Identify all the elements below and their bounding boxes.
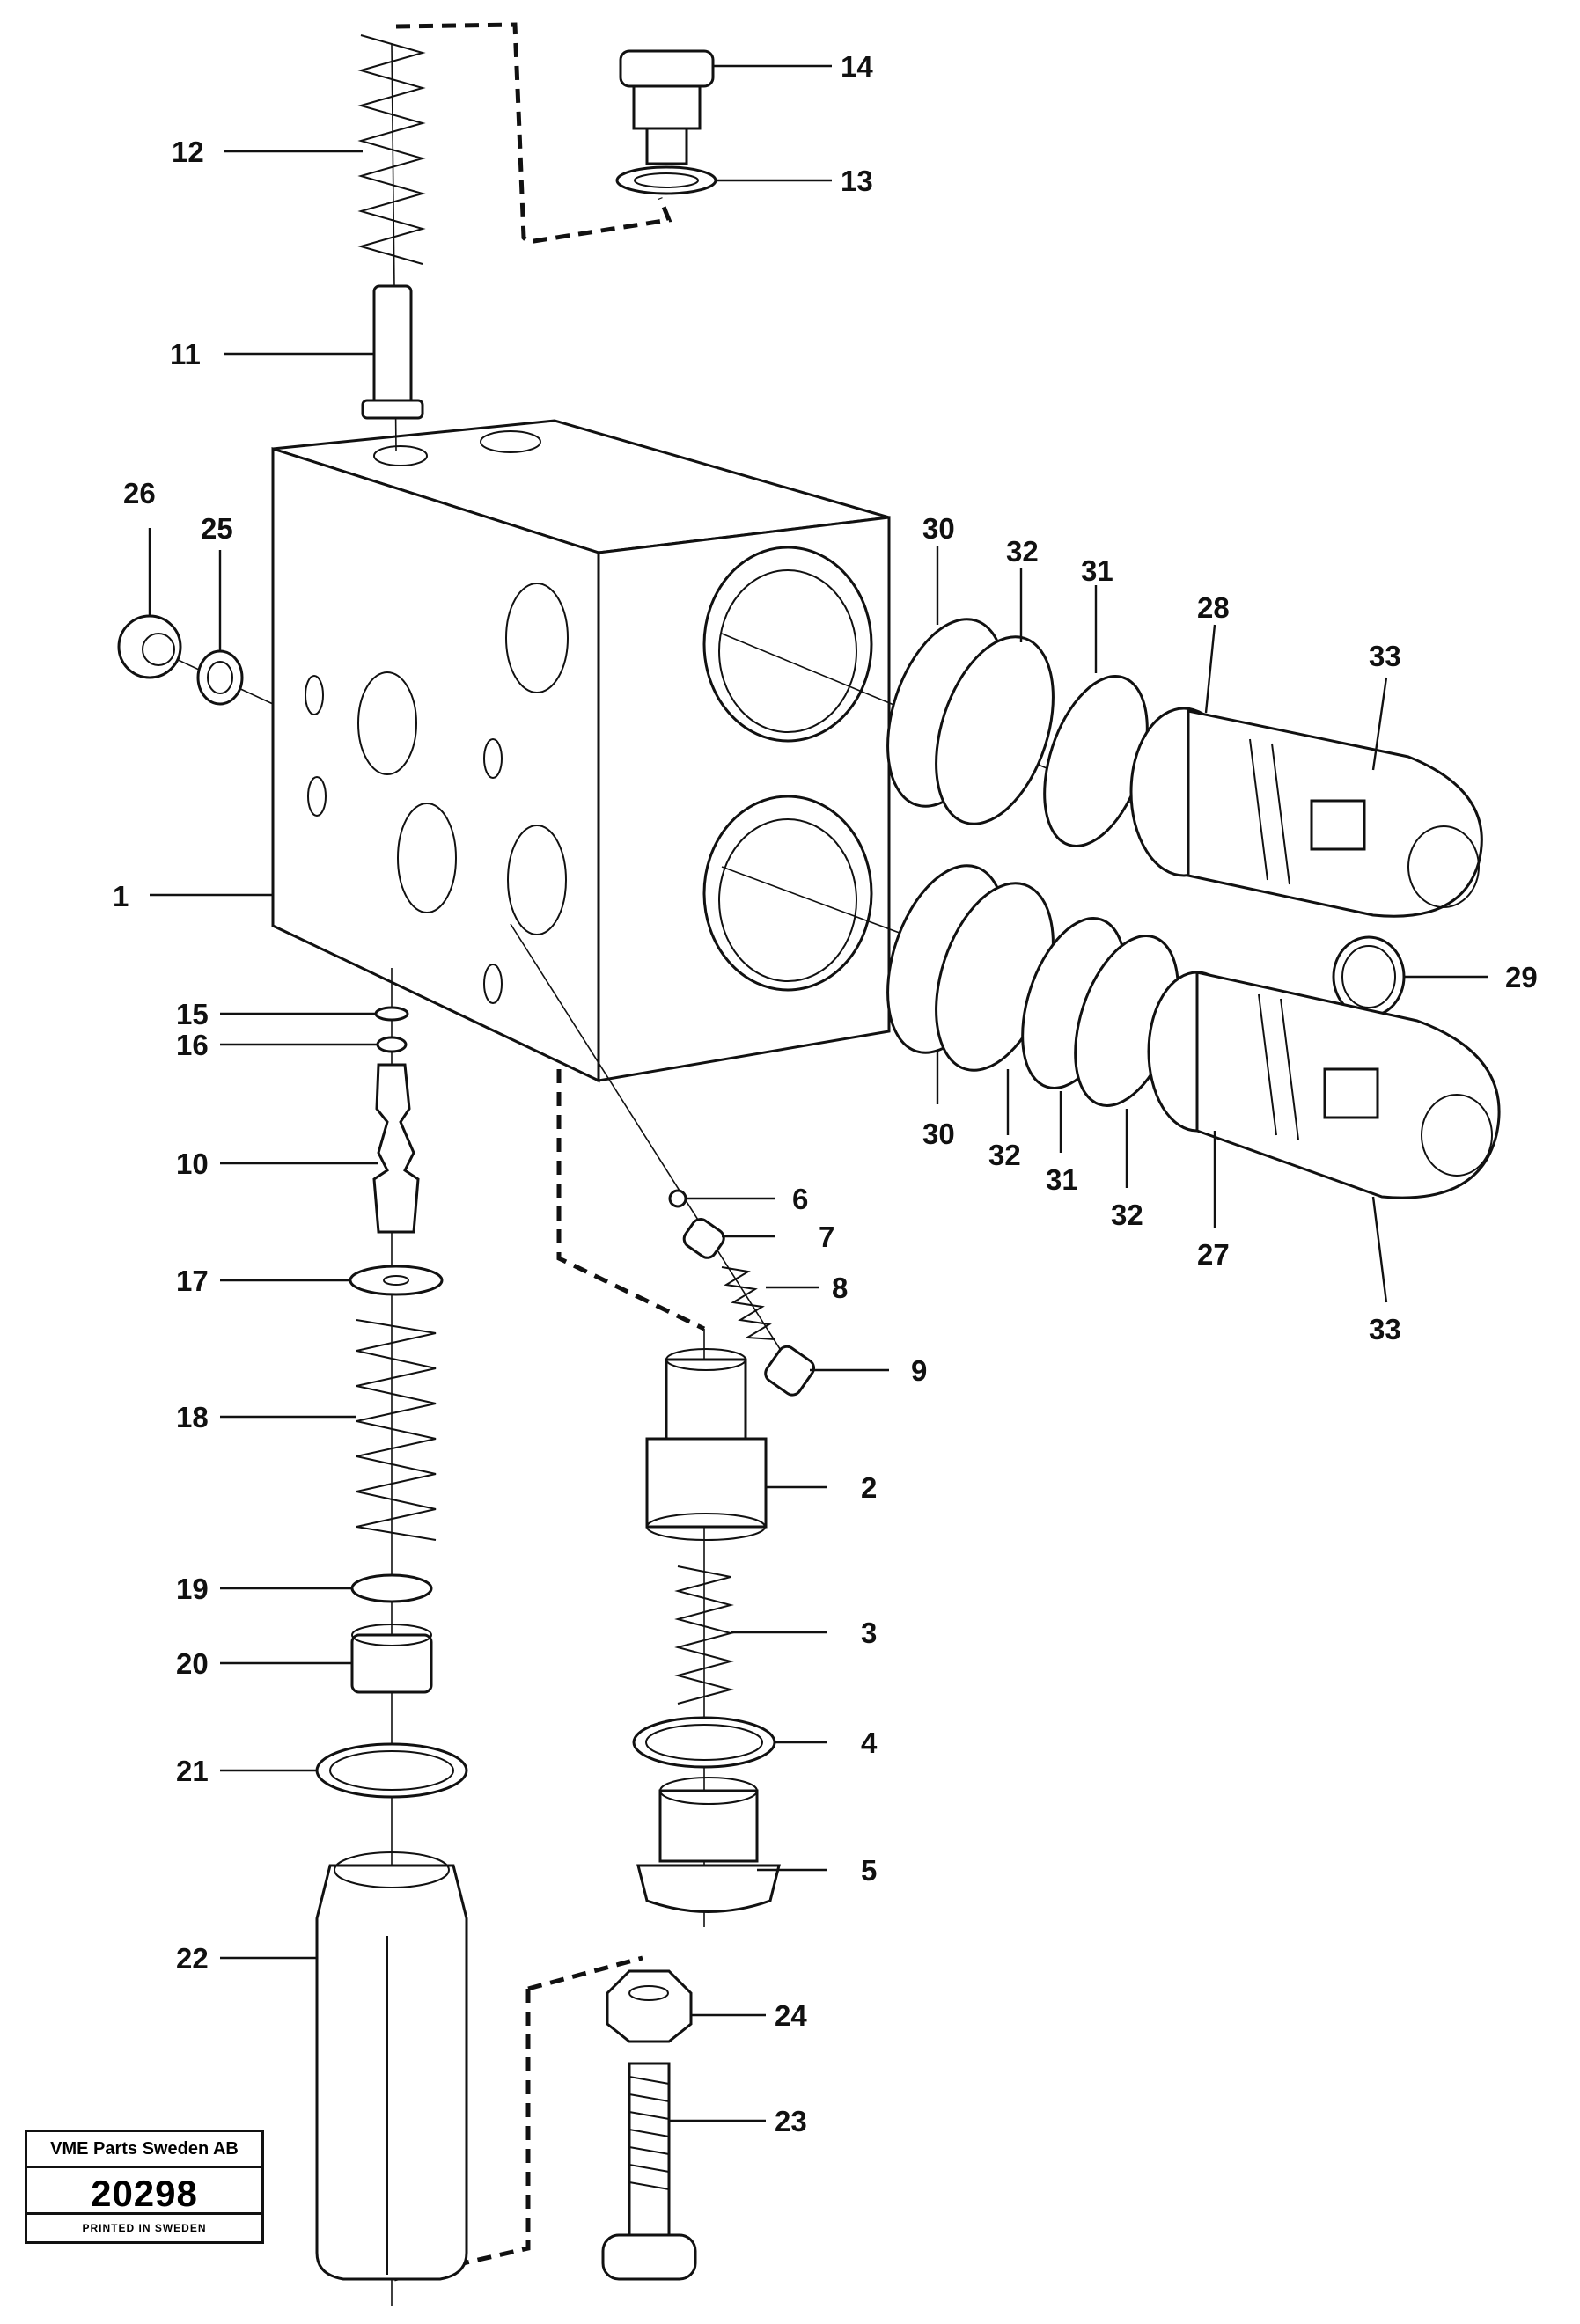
seat-7 [682,1218,725,1259]
right-cartridges [721,618,1501,1199]
callout-30-upper: 30 [922,512,955,545]
callout-16: 16 [176,1029,209,1061]
callout-18: 18 [176,1401,209,1433]
callout-14: 14 [841,50,873,83]
cup-20 [350,1633,433,1694]
callout-32-upper: 32 [1006,535,1039,568]
piston-2 [665,1358,747,1441]
callout-31-upper: 31 [1081,554,1113,587]
dashed-connector-mid [556,1069,706,1331]
callout-10: 10 [176,1147,209,1180]
callout-6: 6 [792,1183,808,1215]
valve-10 [372,1063,420,1234]
callout-8: 8 [832,1272,848,1304]
callout-29: 29 [1505,961,1538,993]
callout-13: 13 [841,165,873,197]
spring-12 [357,34,426,265]
washer-17 [349,1265,444,1296]
callout-23: 23 [775,2105,807,2137]
plug-14 [619,49,715,88]
title-block: VME Parts Sweden AB 20298 PRINTED IN SWE… [25,2130,264,2244]
callout-33-upper: 33 [1369,640,1401,672]
spring-18 [356,1319,437,1541]
callout-2: 2 [861,1471,877,1504]
printed-note: PRINTED IN SWEDEN [27,2212,261,2241]
callout-21: 21 [176,1755,209,1787]
dashed-connector-top [395,22,672,245]
plug-9 [764,1345,816,1397]
company-name: VME Parts Sweden AB [27,2132,261,2168]
pin-11 [372,284,413,407]
document-number: 20298 [91,2173,198,2214]
housing-22 [315,1864,468,2281]
callout-26: 26 [123,477,156,510]
callout-17: 17 [176,1265,209,1297]
callout-5: 5 [861,1854,877,1887]
callout-20: 20 [176,1647,209,1680]
leader-lines [148,64,1488,2122]
left-column [315,968,468,2306]
callout-30-lower: 30 [922,1118,955,1150]
callout-3: 3 [861,1617,877,1649]
callout-22: 22 [176,1942,209,1975]
drawing [117,22,1501,2306]
washer-25 [196,649,244,706]
callout-33-lower: 33 [1369,1313,1401,1345]
callout-labels: 1 2 3 4 5 6 7 8 9 10 11 12 13 14 15 16 1… [113,50,1538,2137]
callout-12: 12 [172,136,204,168]
ring-19 [350,1573,433,1603]
spring-8 [721,1266,775,1340]
callout-31-lower: 31 [1046,1163,1078,1196]
plug-26 [117,614,182,679]
ring-16 [376,1036,408,1053]
plug-5 [658,1789,759,1863]
washer-13 [615,165,717,195]
callout-24: 24 [775,1999,807,2032]
top-stack [357,34,717,451]
callout-32-lower-a: 32 [988,1139,1021,1171]
callout-11: 11 [170,338,201,370]
ring-15 [374,1006,409,1022]
callout-4: 4 [861,1727,878,1759]
callout-32-lower-b: 32 [1111,1199,1143,1231]
callout-7: 7 [819,1221,834,1253]
callout-19: 19 [176,1573,209,1605]
callout-15: 15 [176,998,209,1030]
callout-25: 25 [201,512,233,545]
callout-27: 27 [1197,1238,1230,1271]
ball-6 [668,1189,687,1208]
left-plug [117,614,274,706]
callout-28: 28 [1197,591,1230,624]
middle-column [510,923,816,2281]
nut-24 [606,1969,693,2043]
valve-block [271,419,891,1083]
callout-9: 9 [911,1354,927,1387]
callout-1: 1 [113,880,129,913]
